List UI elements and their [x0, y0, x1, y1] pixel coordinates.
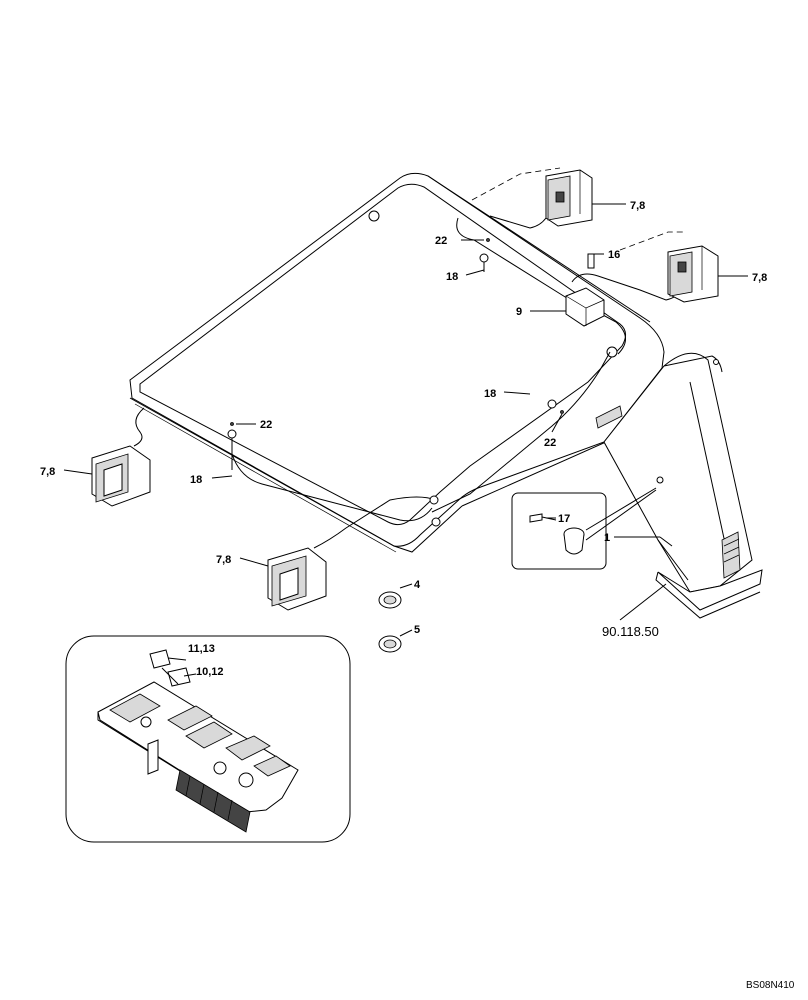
work-lamp-top-left	[545, 169, 593, 227]
callout-18: 18	[190, 474, 202, 486]
reference-number: 90.118.50	[602, 624, 659, 639]
callout-9: 9	[516, 306, 522, 318]
callout-1: 1	[604, 532, 610, 544]
callout-17: 17	[558, 513, 570, 525]
callout-7-8: 7,8	[752, 272, 767, 284]
work-lamp-front-left	[91, 445, 151, 507]
callout-5: 5	[414, 624, 420, 636]
pillar-vent	[721, 531, 741, 579]
callout-labels: 22 18 9 16 7,8 7,8 7,8 7,8 22 18 18 22 1…	[40, 200, 795, 991]
cab-roof	[129, 172, 763, 619]
leader-lines	[63, 203, 748, 677]
work-lamp-top-right	[667, 245, 719, 303]
callout-4: 4	[414, 579, 421, 591]
drawing-code: BS08N410	[746, 980, 795, 991]
callout-22: 22	[435, 235, 447, 247]
roof-fastener	[713, 359, 719, 365]
nut-part-4	[378, 591, 402, 609]
callout-16: 16	[608, 249, 620, 261]
callout-7-8: 7,8	[630, 200, 645, 212]
small-hardware	[227, 238, 664, 527]
control-panel-inset	[65, 635, 351, 843]
callout-18: 18	[484, 388, 496, 400]
callout-11-13: 11,13	[188, 643, 215, 655]
roof-fastener	[368, 210, 380, 222]
roof-fastener	[606, 346, 618, 358]
callout-7-8: 7,8	[216, 554, 231, 566]
work-lamp-front-center	[267, 547, 327, 611]
callout-10-12: 10,12	[196, 666, 224, 678]
clamp-detail-box	[511, 487, 657, 570]
junction-box	[565, 287, 605, 327]
callout-22: 22	[260, 419, 272, 431]
callout-18: 18	[446, 271, 458, 283]
nut-part-5	[378, 635, 402, 653]
callout-22: 22	[544, 437, 556, 449]
callout-7-8: 7,8	[40, 466, 55, 478]
side-plate	[595, 405, 623, 429]
